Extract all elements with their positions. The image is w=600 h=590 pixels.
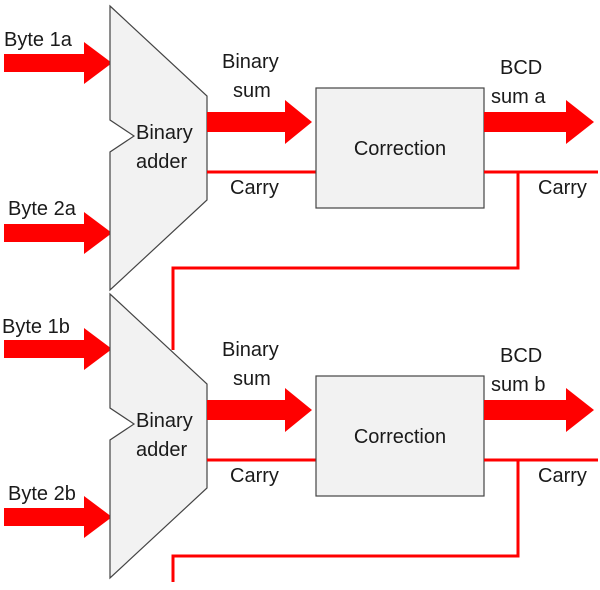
label-byte-2a: Byte 2a <box>8 198 77 220</box>
label-byte-1a: Byte 1a <box>4 29 73 51</box>
correction-b-label: Correction <box>354 426 446 448</box>
correction-a-label: Correction <box>354 138 446 160</box>
binary-sum-b-line2: sum <box>233 368 271 390</box>
arrow-bcd-sum-b <box>484 388 594 432</box>
arrow-binary-sum-a <box>207 100 312 144</box>
adder-b-label-line2: adder <box>136 439 187 461</box>
carry-b-label: Carry <box>230 465 279 487</box>
bcd-sum-a-line2: sum a <box>491 86 546 108</box>
binary-sum-b-line1: Binary <box>222 339 279 361</box>
label-byte-2b: Byte 2b <box>8 483 76 505</box>
arrow-byte-1b <box>4 328 112 370</box>
arrow-byte-2b <box>4 496 112 538</box>
binary-sum-a-line2: sum <box>233 80 271 102</box>
carry-feedback-a-to-b <box>171 172 520 350</box>
carry-out-b-label: Carry <box>538 465 587 487</box>
label-byte-1b: Byte 1b <box>2 316 70 338</box>
adder-a-label-line2: adder <box>136 151 187 173</box>
arrow-bcd-sum-a <box>484 100 594 144</box>
arrow-binary-sum-b <box>207 388 312 432</box>
binary-sum-a-line1: Binary <box>222 51 279 73</box>
binary-adder-b <box>109 292 208 580</box>
binary-adder-a <box>109 4 208 292</box>
carry-a-label: Carry <box>230 177 279 199</box>
bcd-sum-a-line1: BCD <box>500 57 542 79</box>
correction-block-b <box>315 375 485 497</box>
bcd-sum-b-line2: sum b <box>491 374 545 396</box>
bcd-sum-b-line1: BCD <box>500 345 542 367</box>
adder-b-label-line1: Binary <box>136 410 193 432</box>
correction-block-a <box>315 87 485 209</box>
arrow-byte-2a <box>4 212 112 254</box>
carry-out-a-label: Carry <box>538 177 587 199</box>
adder-a-label-line1: Binary <box>136 122 193 144</box>
arrow-byte-1a <box>4 42 112 84</box>
carry-feedback-b-to-next <box>171 460 520 582</box>
